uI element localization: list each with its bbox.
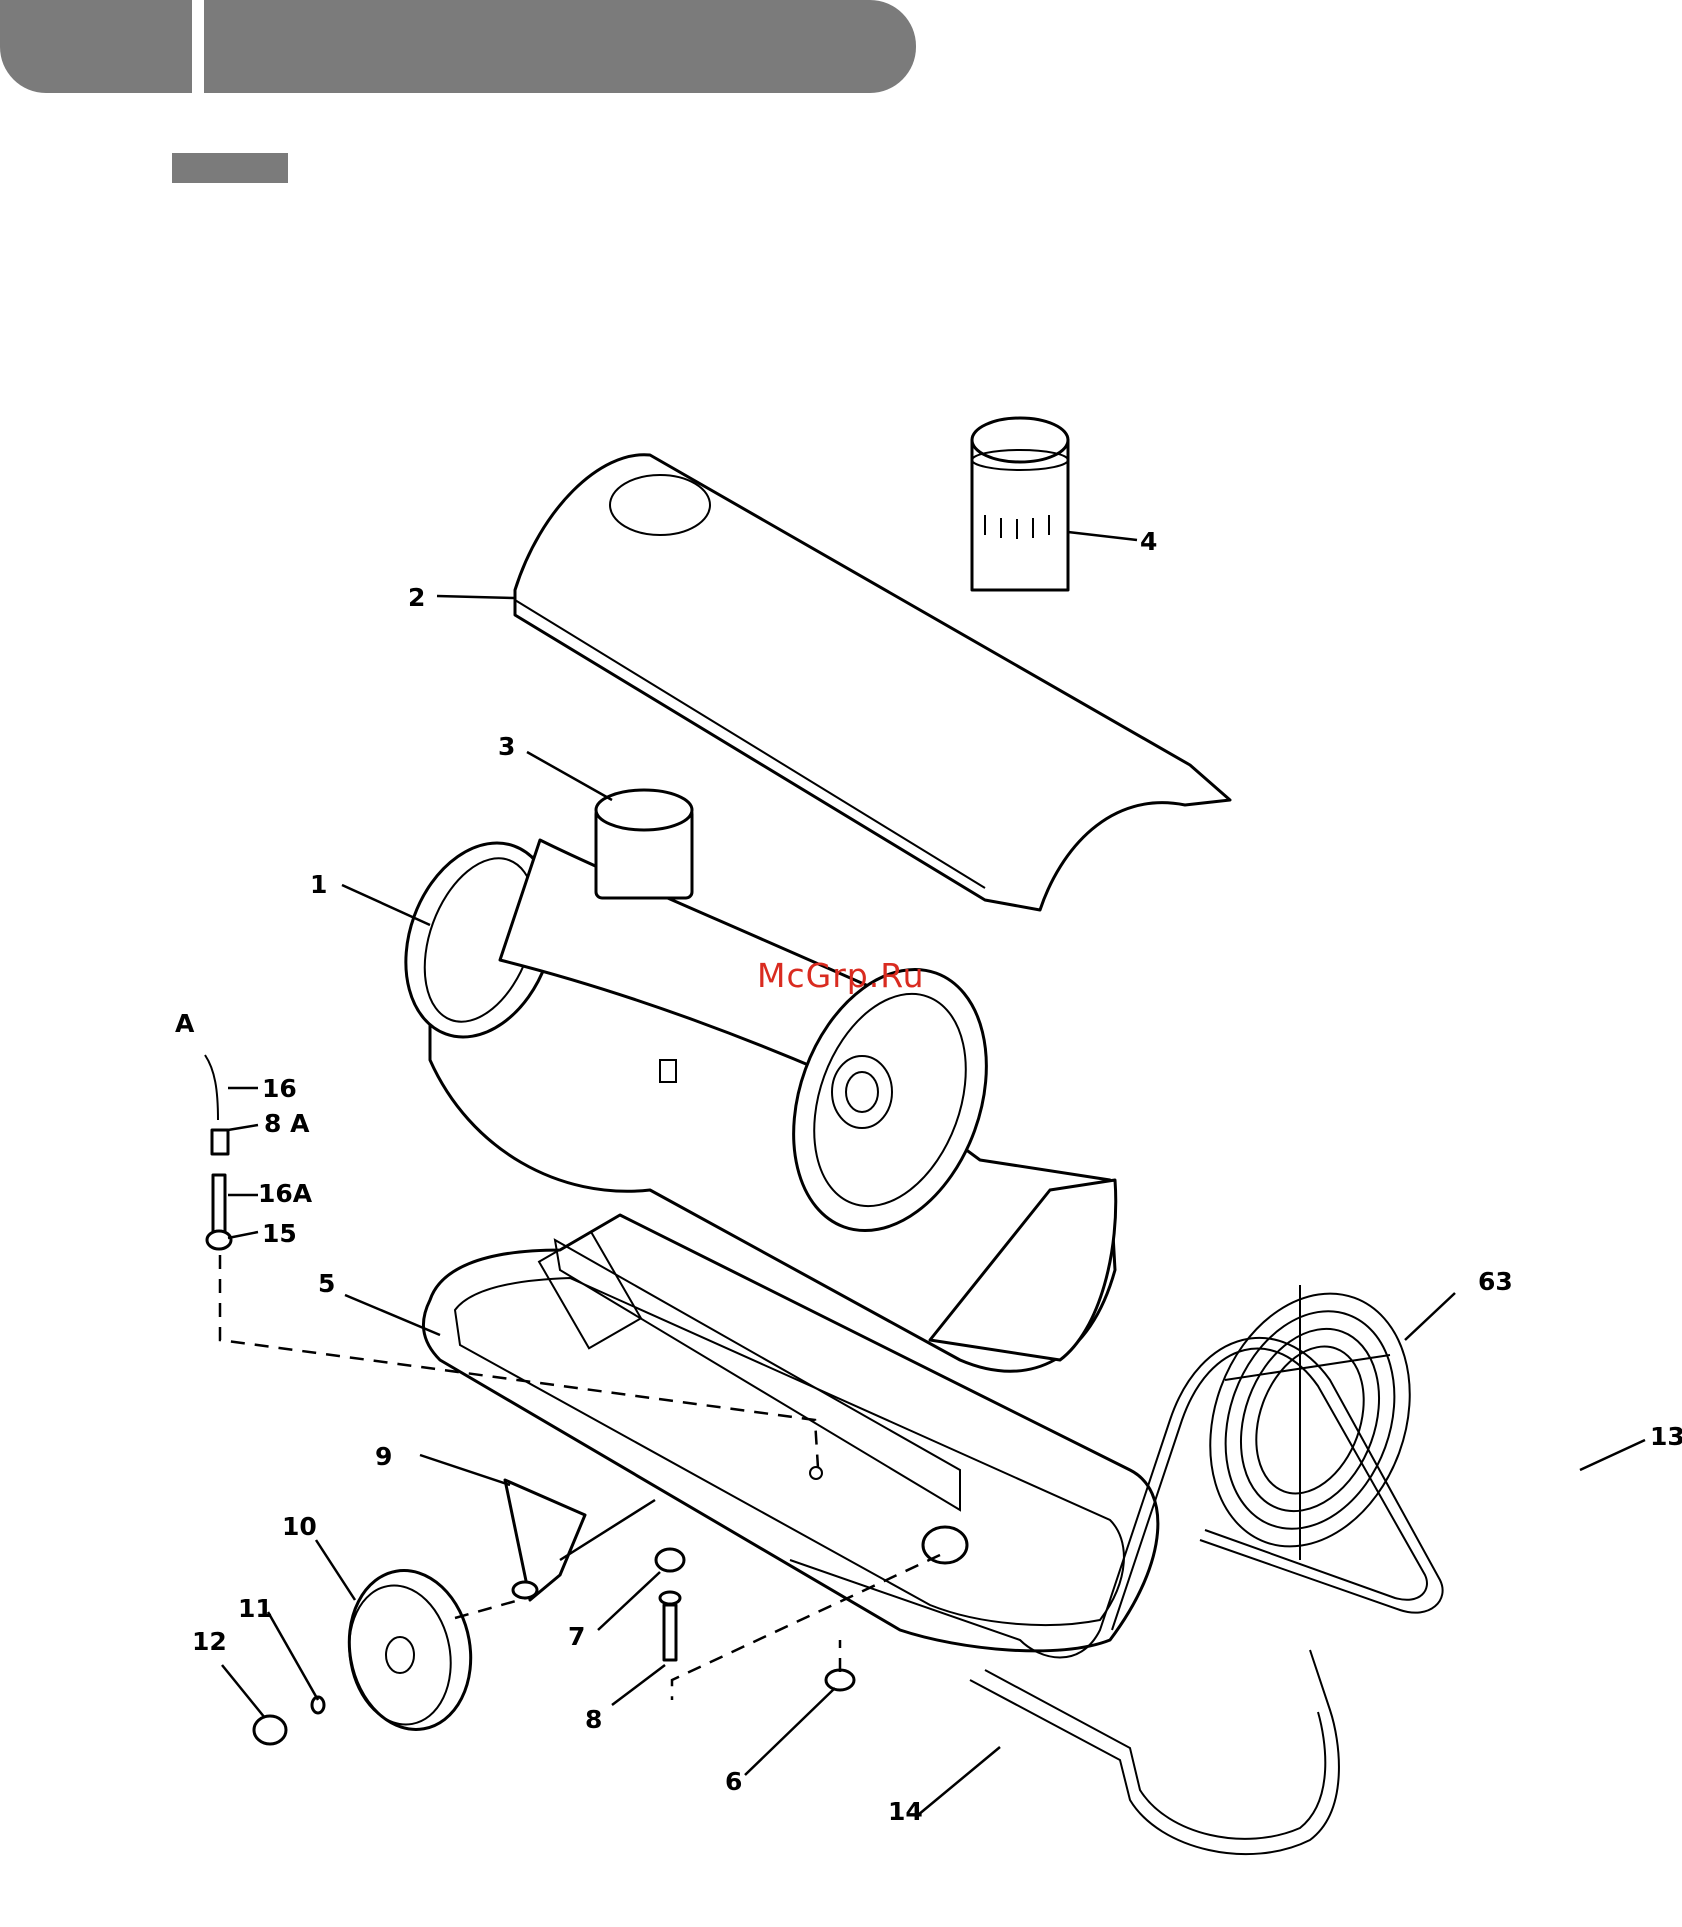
callout-1: 1 bbox=[310, 870, 327, 899]
part-9-axle-bracket bbox=[505, 1480, 655, 1600]
callout-detail-a: A bbox=[175, 1009, 195, 1038]
callout-10: 10 bbox=[282, 1512, 317, 1541]
part-8-screw bbox=[660, 1592, 680, 1660]
part-10-wheel bbox=[337, 1561, 483, 1739]
callout-9: 9 bbox=[375, 1442, 392, 1471]
callout-16: 16 bbox=[262, 1074, 297, 1103]
callout-7: 7 bbox=[568, 1622, 585, 1651]
callout-8: 8 bbox=[585, 1705, 602, 1734]
detail-a-fuel-line bbox=[205, 1055, 231, 1249]
part-14-wheel-axle-frame bbox=[970, 1650, 1339, 1854]
part-7-plug bbox=[656, 1549, 684, 1571]
part-6-foot bbox=[826, 1670, 854, 1690]
callout-2: 2 bbox=[408, 583, 425, 612]
callout-16a: 16A bbox=[258, 1179, 313, 1208]
part-63-fan-guard bbox=[1176, 1265, 1443, 1574]
callout-5: 5 bbox=[318, 1269, 335, 1298]
callout-14: 14 bbox=[888, 1797, 923, 1826]
callout-8a: 8 A bbox=[264, 1109, 310, 1138]
part-4-exhaust-pipe bbox=[972, 418, 1068, 590]
callout-4: 4 bbox=[1140, 527, 1157, 556]
callout-63: 63 bbox=[1478, 1267, 1513, 1296]
callout-13: 13 bbox=[1650, 1422, 1682, 1451]
part-12-hub-cap bbox=[254, 1716, 286, 1744]
callout-15: 15 bbox=[262, 1219, 297, 1248]
watermark-text: McGrp.Ru bbox=[757, 956, 925, 995]
callout-12: 12 bbox=[192, 1627, 227, 1656]
callout-3: 3 bbox=[498, 732, 515, 761]
callout-11: 11 bbox=[238, 1594, 273, 1623]
callout-6: 6 bbox=[725, 1767, 742, 1796]
